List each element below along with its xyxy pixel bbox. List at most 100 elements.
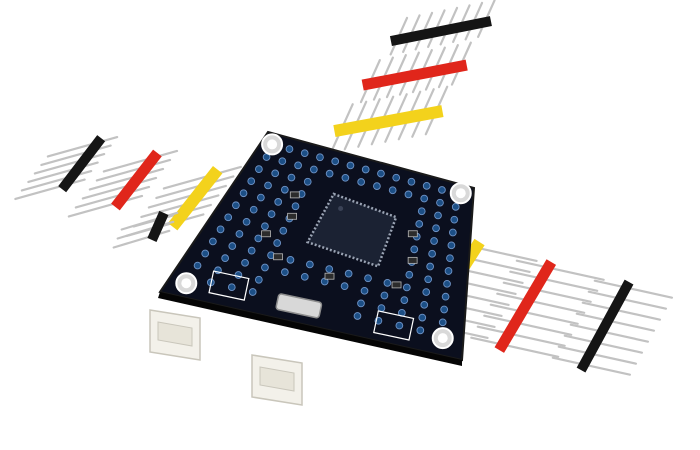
solder-pad (447, 241, 456, 250)
solder-pad (257, 193, 265, 202)
smd-component (391, 281, 402, 289)
solder-pad (451, 202, 460, 211)
solder-pad (405, 270, 414, 279)
solder-pad (436, 198, 444, 207)
solder-pad (273, 239, 282, 247)
header-pin (140, 194, 220, 219)
solder-pad (415, 220, 424, 228)
solder-pad (248, 288, 257, 296)
solder-pad (450, 215, 459, 224)
microcontroller-chip-icon (305, 192, 398, 268)
solder-pad (285, 145, 294, 153)
solder-pad (434, 211, 442, 220)
chip-pin1-dot (338, 205, 344, 211)
solder-pad (291, 202, 300, 211)
header-pin (88, 167, 165, 191)
header-body (361, 59, 468, 91)
solder-pad (278, 157, 287, 166)
solder-pad (418, 313, 427, 322)
solder-pad (274, 198, 283, 206)
solder-pad (438, 186, 446, 194)
solder-pad (267, 210, 276, 218)
jst-connectors (149, 309, 303, 406)
solder-pad (373, 182, 381, 190)
smd-component (287, 212, 298, 220)
solder-pad (232, 201, 240, 210)
header-pin (496, 292, 586, 314)
solder-pad (383, 279, 392, 287)
silkscreen-outline (373, 310, 415, 341)
header-pin (155, 175, 235, 200)
pcb-edge (158, 292, 462, 366)
header-pin (575, 312, 656, 332)
solder-pad (407, 177, 416, 186)
solder-pad (410, 245, 419, 254)
jst-connector (149, 309, 201, 361)
smd-component (407, 256, 418, 264)
jst-connector (251, 354, 303, 406)
solder-pad (341, 173, 350, 182)
header-body (58, 135, 106, 193)
header-pin (67, 194, 144, 218)
header-pin (581, 301, 662, 321)
pin-header-black (14, 135, 119, 201)
header-pin (74, 185, 151, 209)
header-body (167, 165, 223, 231)
solder-pad (417, 207, 426, 216)
header-pin (515, 259, 605, 281)
header-body (333, 105, 444, 137)
solder-pad (444, 267, 453, 275)
solder-pad (224, 213, 233, 222)
solder-pad (432, 224, 440, 233)
solder-pad (420, 194, 429, 203)
silkscreen-outline (208, 270, 250, 301)
solder-pad (303, 177, 312, 186)
header-body (389, 16, 492, 46)
solder-pad (344, 269, 353, 278)
solder-pad (446, 254, 454, 263)
solder-pad (424, 275, 433, 284)
mounting-hole-center (181, 278, 192, 289)
solder-pad (346, 161, 355, 170)
solder-pad (239, 189, 248, 198)
micro-usb-port-icon (275, 293, 323, 319)
header-body (576, 279, 634, 373)
solder-pad (228, 242, 237, 250)
solder-pad (216, 225, 225, 234)
solder-pad (300, 149, 309, 158)
header-pin (557, 345, 638, 365)
solder-pad (438, 318, 447, 327)
header-pin (483, 314, 573, 336)
solder-pad (440, 305, 449, 314)
solder-pad (426, 262, 434, 271)
header-body (147, 210, 169, 242)
connector-socket (259, 366, 295, 392)
solder-pad (316, 153, 324, 162)
header-pin (593, 279, 674, 299)
solder-pad (340, 282, 349, 291)
mounting-hole-center (437, 333, 448, 344)
smd-component (273, 253, 283, 261)
solder-pad (404, 190, 413, 199)
header-pin (563, 334, 644, 354)
smd-component (407, 230, 418, 238)
solder-pad (279, 226, 288, 235)
solder-pad (271, 169, 280, 178)
solder-pad (325, 265, 334, 273)
solder-pad (420, 300, 429, 309)
solder-pad (422, 181, 431, 190)
smd-component (324, 272, 335, 280)
solder-pad (448, 228, 457, 237)
pin-header-red (67, 149, 179, 218)
solder-pad (400, 296, 409, 305)
solder-pad (428, 249, 436, 258)
header-pin (569, 323, 650, 343)
pin-header-black (112, 210, 179, 249)
connector-socket (157, 321, 193, 347)
header-body (111, 149, 162, 211)
header-body (494, 259, 557, 353)
solder-pad (209, 237, 217, 246)
solder-pad (300, 272, 309, 281)
header-pin (509, 270, 599, 292)
